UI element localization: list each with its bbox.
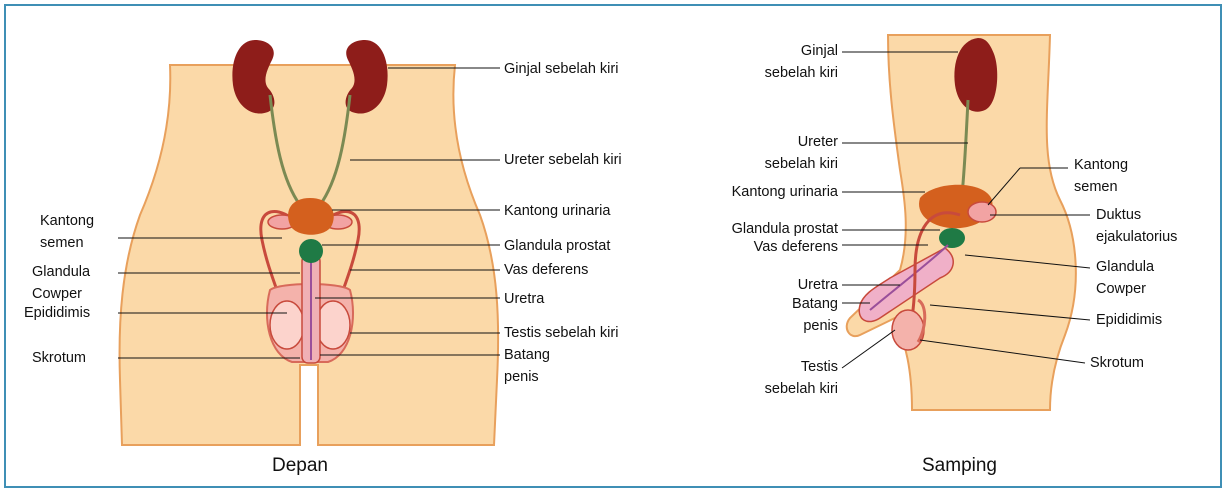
side-prostate: [939, 228, 965, 248]
side-label-duktus: Duktus ejakulatorius: [1096, 204, 1177, 248]
side-seminal-vesicle: [968, 202, 996, 222]
side-label-skrotum: Skrotum: [1090, 352, 1144, 374]
front-caption: Depan: [272, 454, 328, 478]
front-label-vas-deferens: Vas deferens: [504, 259, 588, 281]
front-label-glandula-cowper: Glandula Cowper: [32, 261, 90, 305]
side-label-vas-deferens: Vas deferens: [700, 236, 838, 258]
side-label-ginjal: Ginjal sebelah kiri: [738, 40, 838, 84]
front-prostate: [299, 239, 323, 263]
front-label-skrotum: Skrotum: [32, 347, 86, 369]
front-label-ginjal: Ginjal sebelah kiri: [504, 58, 618, 80]
side-label-testis: Testis sebelah kiri: [738, 356, 838, 400]
front-label-kantong-semen: Kantong semen: [40, 210, 94, 254]
side-testis: [892, 310, 924, 350]
side-label-epididimis: Epididimis: [1096, 309, 1162, 331]
side-label-batang-penis: Batang penis: [738, 293, 838, 337]
side-label-ureter: Ureter sebelah kiri: [738, 131, 838, 175]
front-label-testis: Testis sebelah kiri: [504, 322, 618, 344]
front-label-glandula-prostat: Glandula prostat: [504, 235, 610, 257]
front-bladder: [288, 198, 334, 235]
side-caption: Samping: [922, 454, 997, 478]
front-testis-right: [270, 301, 304, 349]
front-label-uretra: Uretra: [504, 288, 544, 310]
side-label-glandula-cowper: Glandula Cowper: [1096, 256, 1154, 300]
side-label-kantong-urinaria: Kantong urinaria: [700, 181, 838, 203]
front-testis-left: [316, 301, 350, 349]
front-label-ureter: Ureter sebelah kiri: [504, 149, 622, 171]
side-label-kantong-semen: Kantong semen: [1074, 154, 1128, 198]
front-label-batang-penis: Batang penis: [504, 344, 550, 388]
front-view: [118, 40, 500, 445]
front-label-epididimis: Epididimis: [24, 302, 90, 324]
front-label-kantong-urinaria: Kantong urinaria: [504, 200, 610, 222]
side-view: [842, 35, 1090, 410]
